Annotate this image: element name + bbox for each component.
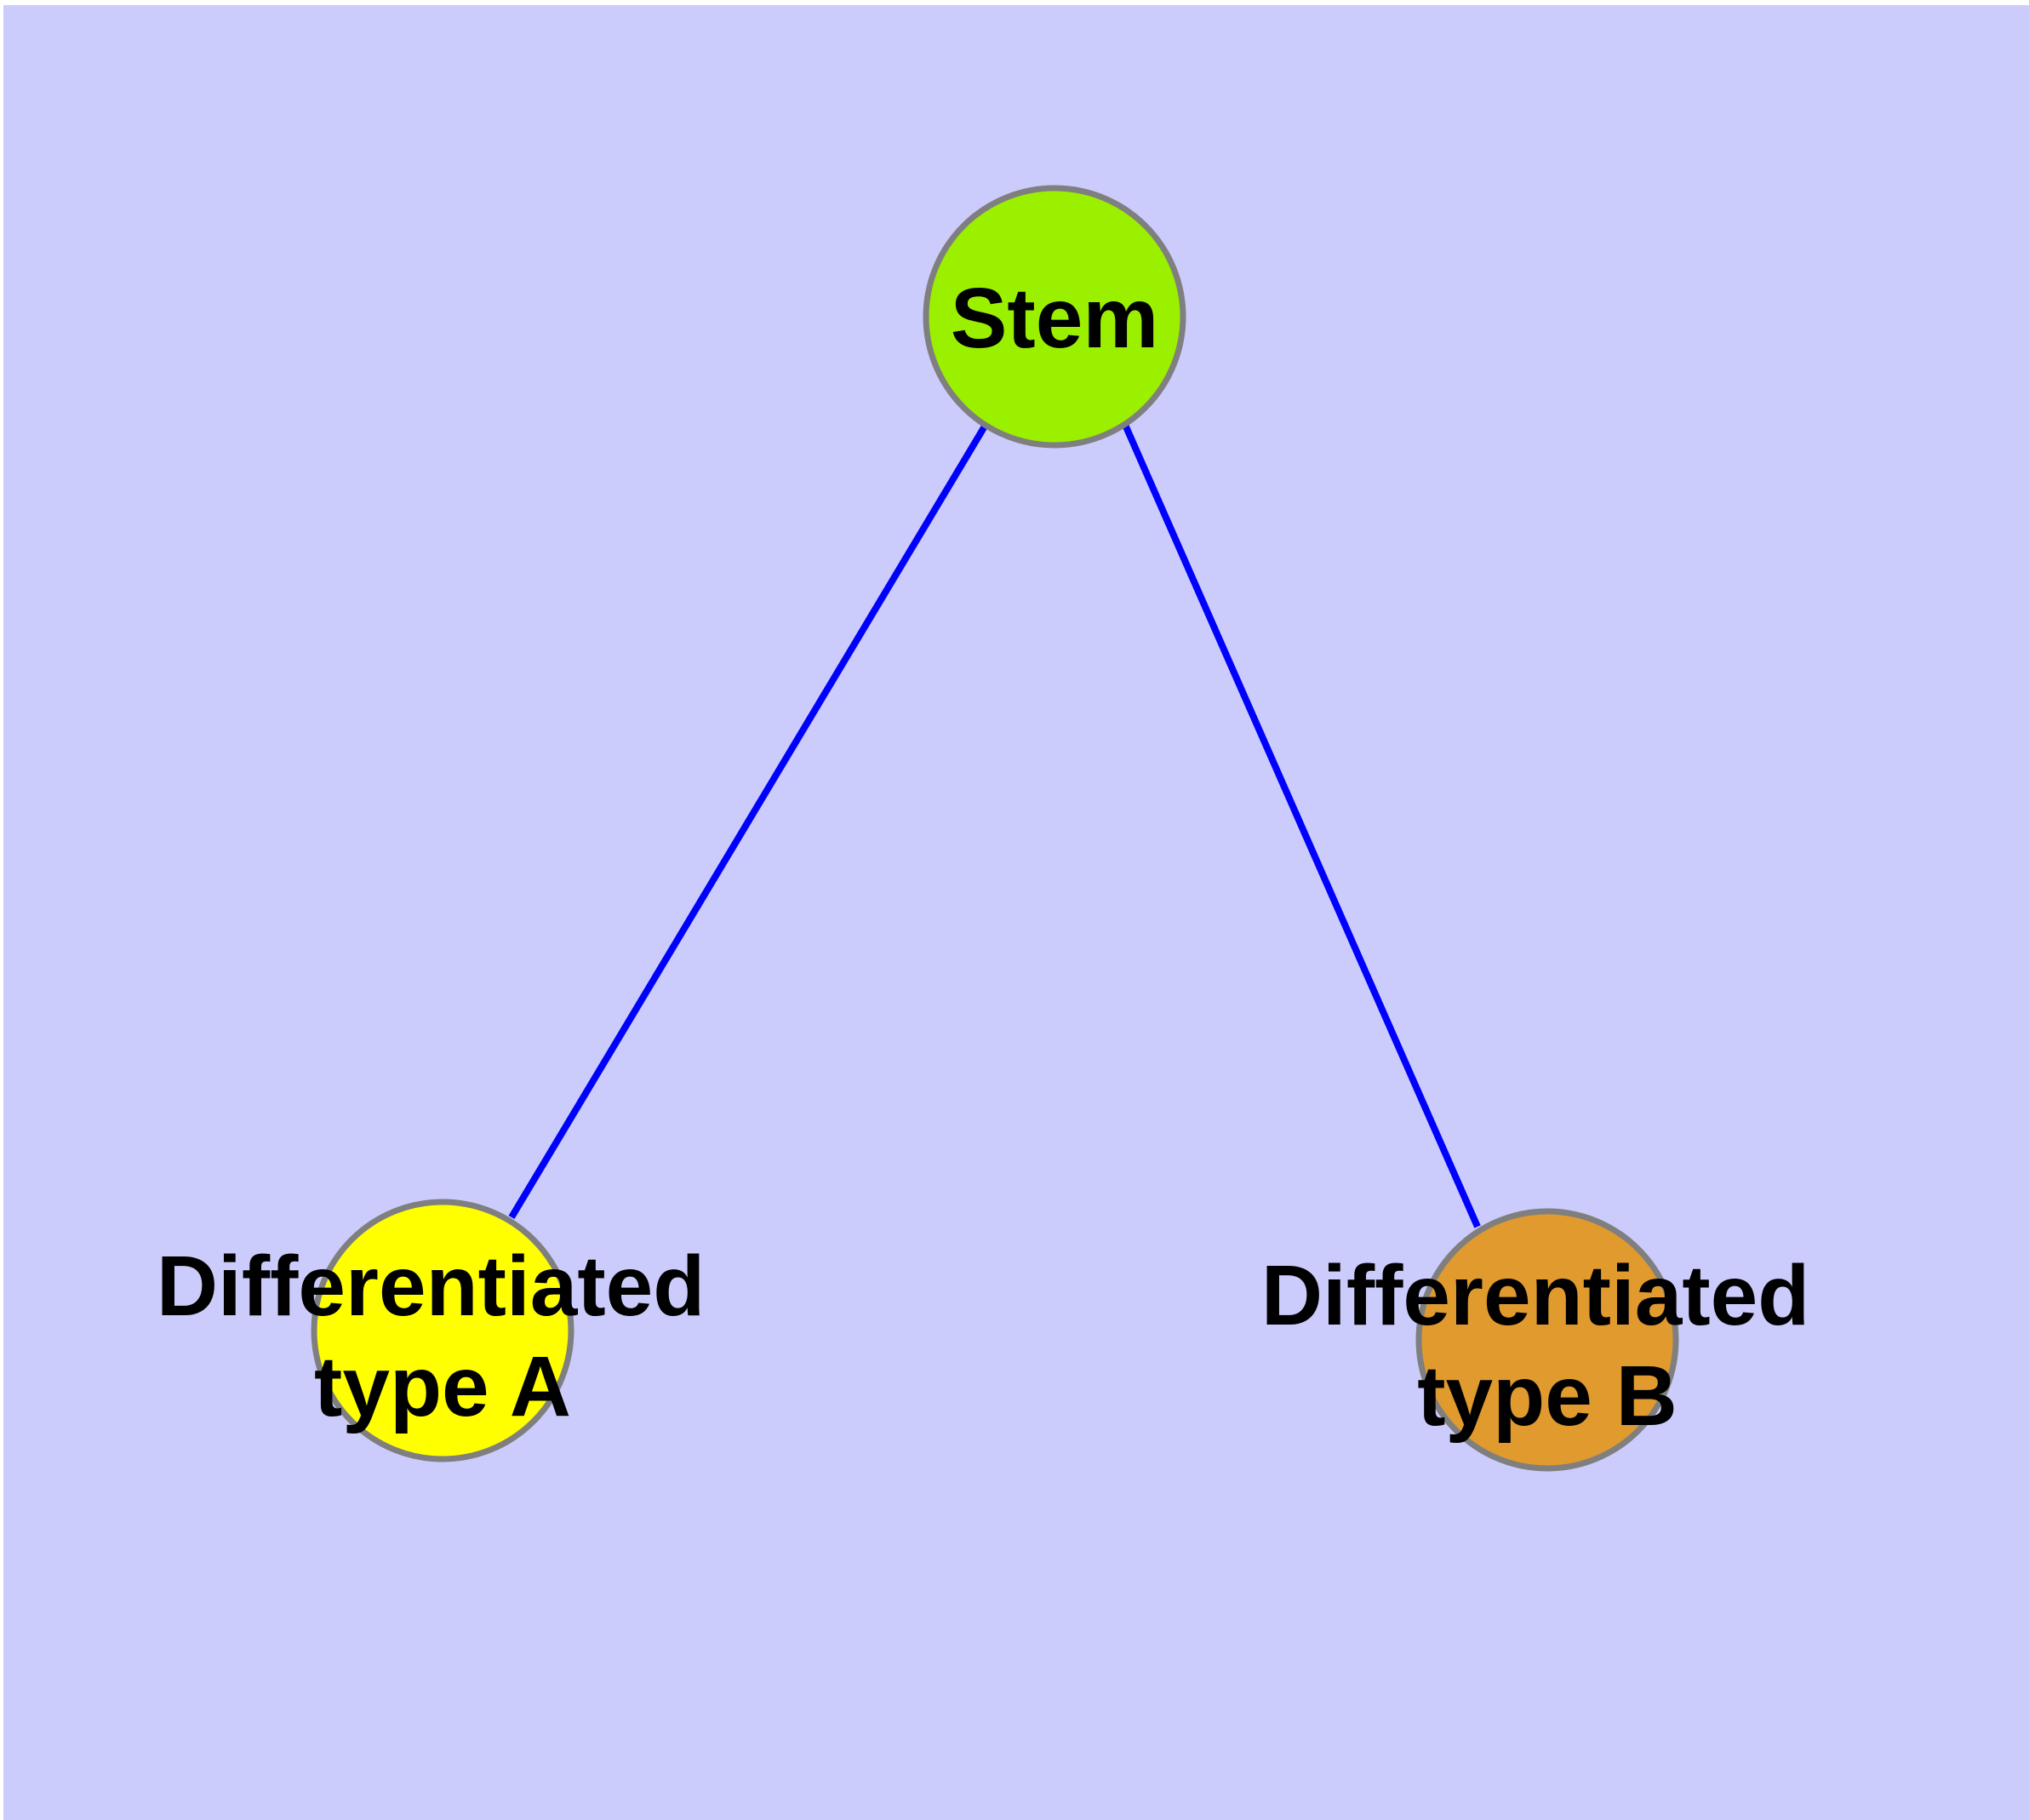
node-differentiated-type-b-label: Differentiated type B — [1261, 1248, 1833, 1444]
node-stem-label: Stem — [951, 271, 1159, 366]
node-differentiated-type-b-label-line-1: Differentiated — [1261, 1248, 1810, 1343]
node-stem[interactable] — [923, 185, 1186, 449]
node-differentiated-type-b[interactable] — [1415, 1208, 1679, 1472]
node-differentiated-type-a-circle[interactable] — [311, 1199, 574, 1462]
node-differentiated-type-b-circle[interactable] — [1415, 1208, 1679, 1472]
labels-layer: Stem Differentiated type A Differentiate… — [157, 271, 1833, 1444]
edge-stem-to-differentiated-type-b[interactable] — [1122, 423, 1481, 1228]
node-stem-circle[interactable] — [923, 185, 1186, 449]
node-differentiated-type-a-label-line-1: Differentiated — [157, 1239, 706, 1334]
node-stem-label-line-1: Stem — [951, 271, 1159, 366]
edges-layer — [508, 422, 1481, 1228]
node-differentiated-type-b-label-line-2: type B — [1417, 1348, 1677, 1444]
edge-stem-to-differentiated-type-a[interactable] — [508, 422, 989, 1220]
node-differentiated-type-a[interactable] — [311, 1199, 574, 1462]
node-differentiated-type-a-label: Differentiated type A — [157, 1239, 729, 1434]
nodes-layer — [311, 185, 1679, 1472]
node-differentiated-type-a-label-line-2: type A — [314, 1339, 571, 1434]
